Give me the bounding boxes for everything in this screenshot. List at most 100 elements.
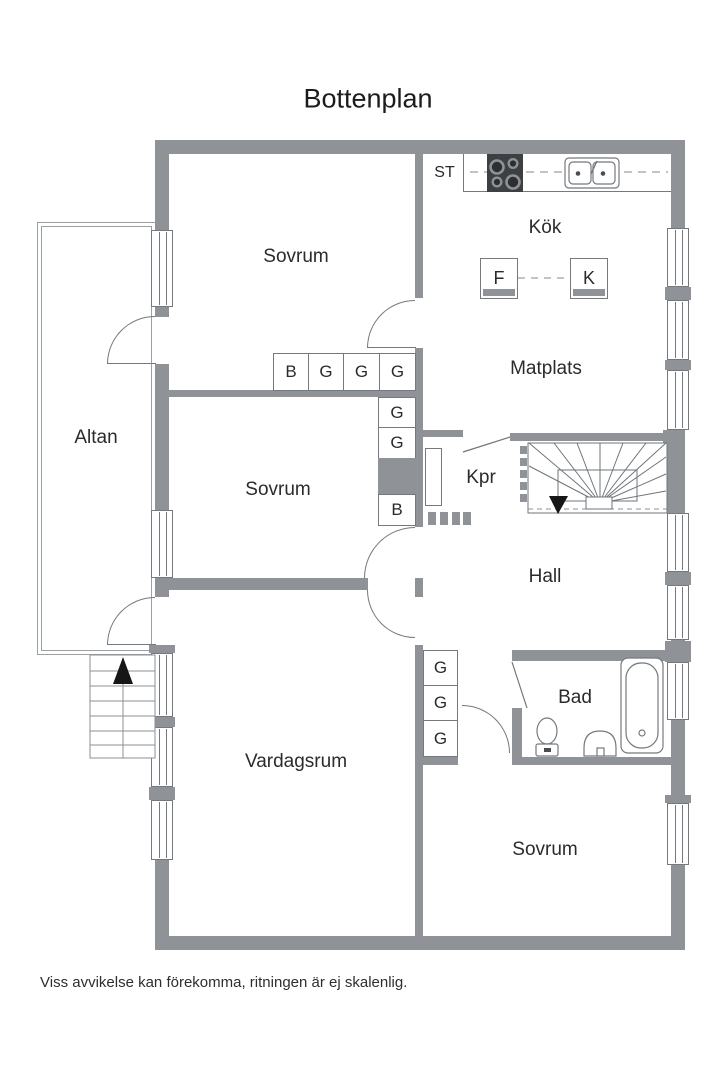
door-gap-sovrum2 bbox=[415, 527, 423, 578]
closet-letter: G bbox=[390, 362, 405, 381]
window bbox=[667, 803, 689, 865]
closet-cell: B bbox=[273, 353, 309, 391]
window bbox=[151, 653, 173, 717]
closet-cell: G bbox=[308, 353, 344, 391]
wall-spine-3 bbox=[415, 578, 423, 597]
wall-bad-bottom bbox=[512, 757, 671, 765]
window bbox=[151, 510, 173, 578]
closet-letter: G bbox=[433, 693, 448, 712]
door-gap-altan-upper bbox=[155, 317, 169, 364]
exterior-stairs bbox=[89, 654, 156, 759]
shaft-block bbox=[378, 458, 416, 494]
freezer-strip bbox=[573, 289, 605, 296]
door-leaf bbox=[107, 363, 156, 364]
closet-cell: G bbox=[423, 650, 458, 686]
freezer-cell: K bbox=[570, 258, 608, 299]
rail-post bbox=[463, 512, 471, 525]
closet-cell: G bbox=[423, 685, 458, 721]
fridge-cell: F bbox=[480, 258, 518, 299]
kpr-door-leaf bbox=[462, 436, 511, 453]
wall-cap bbox=[665, 641, 691, 662]
window bbox=[151, 727, 173, 787]
freezer-label: K bbox=[582, 268, 595, 288]
window bbox=[667, 513, 689, 572]
room-label-kok: Kök bbox=[528, 217, 562, 238]
door-gap-altan-lower bbox=[155, 597, 169, 645]
wall-right-stair-bump bbox=[663, 430, 671, 513]
wall-bad-left bbox=[512, 708, 522, 757]
disclaimer-text: Viss avvikelse kan förekomma, ritningen … bbox=[40, 974, 408, 991]
wall-cap bbox=[665, 795, 691, 803]
kitchen-cabinet-st: ST bbox=[426, 154, 464, 192]
wall-hall-sovrum3 bbox=[423, 757, 458, 765]
window bbox=[667, 662, 689, 720]
wall-sovrum1-sovrum2 bbox=[169, 390, 423, 397]
wall-kpr-top bbox=[423, 430, 463, 437]
wall-cap bbox=[665, 572, 691, 585]
room-label-bad: Bad bbox=[558, 687, 592, 708]
bathtub-icon bbox=[620, 657, 664, 754]
window bbox=[667, 300, 689, 360]
closet-cell: G bbox=[423, 720, 458, 757]
wall-cap bbox=[665, 360, 691, 370]
closet-letter: G bbox=[390, 433, 404, 452]
closet-cell: G bbox=[378, 397, 416, 428]
room-label-sovrum-top: Sovrum bbox=[263, 246, 329, 267]
door-arc-sovrum3 bbox=[462, 705, 510, 753]
bad-door-leaf bbox=[511, 661, 528, 709]
window bbox=[151, 230, 173, 307]
rail-post bbox=[428, 512, 436, 525]
kitchen-counter bbox=[426, 154, 671, 192]
room-label-matplats: Matplats bbox=[510, 358, 582, 379]
arrow-up-icon bbox=[113, 657, 133, 684]
stair-rail-posts bbox=[520, 446, 527, 502]
room-label-kpr: Kpr bbox=[466, 467, 496, 488]
closet-cell: G bbox=[343, 353, 380, 391]
closet-letter: B bbox=[391, 500, 403, 519]
wall-bottom bbox=[155, 936, 685, 950]
closet-cell: B bbox=[378, 494, 416, 526]
room-label-sovrum-bottom: Sovrum bbox=[512, 839, 578, 860]
closet-cell: G bbox=[379, 353, 416, 391]
bathroom-fixtures bbox=[535, 657, 664, 757]
kpr-closet bbox=[425, 448, 442, 506]
door-gap-sovrum1 bbox=[415, 298, 423, 348]
wall-top bbox=[155, 140, 685, 154]
room-label-altan: Altan bbox=[74, 427, 118, 448]
wall-spine-4 bbox=[415, 645, 423, 936]
toilet-icon bbox=[535, 717, 559, 757]
fridge-label: F bbox=[493, 268, 505, 288]
interior-staircase bbox=[520, 442, 668, 514]
wall-spine-1 bbox=[415, 154, 423, 298]
st-label: ST bbox=[434, 164, 455, 181]
closet-letter: G bbox=[433, 658, 448, 677]
wall-bad-top bbox=[512, 650, 671, 661]
page-title: Bottenplan bbox=[303, 83, 433, 114]
window bbox=[667, 585, 689, 640]
window bbox=[667, 370, 689, 430]
window bbox=[667, 228, 689, 287]
wall-stairs-top bbox=[510, 433, 671, 441]
door-arc-vardagsrum bbox=[367, 590, 415, 638]
wall-spine-2 bbox=[415, 348, 423, 527]
altan-outline-inner bbox=[41, 226, 152, 651]
wall-cap bbox=[149, 645, 175, 653]
closet-letter: G bbox=[390, 402, 404, 422]
room-label-hall: Hall bbox=[528, 566, 562, 587]
wall-cap bbox=[665, 287, 691, 300]
rail-post bbox=[452, 512, 460, 525]
fridge-strip bbox=[483, 289, 515, 296]
room-label-vardagsrum: Vardagsrum bbox=[244, 751, 348, 772]
wall-cap bbox=[149, 717, 175, 727]
door-leaf bbox=[107, 644, 156, 645]
door-arc-sovrum2 bbox=[364, 527, 415, 578]
window bbox=[151, 800, 173, 860]
closet-letter: G bbox=[354, 362, 369, 381]
washbasin-icon bbox=[583, 730, 617, 757]
closet-letter: B bbox=[285, 362, 297, 381]
door-arc-sovrum1 bbox=[367, 300, 415, 348]
closet-cell: G bbox=[378, 427, 416, 459]
closet-letter: G bbox=[319, 362, 333, 381]
rail-post bbox=[440, 512, 448, 525]
